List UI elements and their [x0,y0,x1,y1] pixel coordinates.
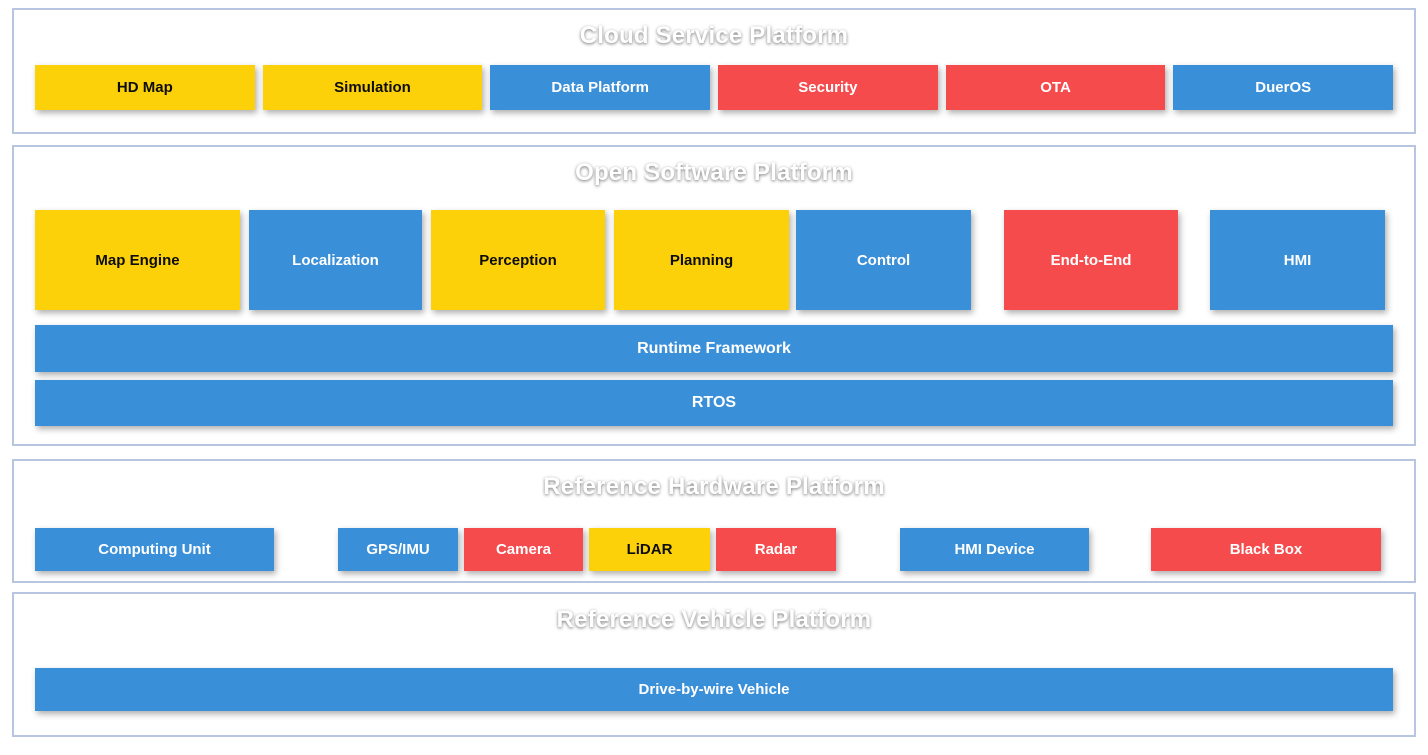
section-reference-hardware-platform: Reference Hardware Platform Computing Un… [12,459,1416,583]
software-section-title: Open Software Platform [575,159,853,186]
box-localization: Localization [249,210,422,310]
bar-rtos: RTOS [35,380,1393,426]
box-camera: Camera [464,528,583,571]
box-dueros: DuerOS [1173,65,1394,110]
section-open-software-platform: Open Software Platform Map Engine Locali… [12,145,1416,446]
box-planning: Planning [614,210,789,310]
software-boxes-row: Map Engine Localization Perception Plann… [14,210,1414,310]
hardware-section-title: Reference Hardware Platform [543,473,885,500]
box-lidar: LiDAR [589,528,710,571]
box-computing-unit: Computing Unit [35,528,274,571]
box-perception: Perception [431,210,605,310]
box-hd-map: HD Map [35,65,255,110]
section-reference-vehicle-platform: Reference Vehicle Platform Drive-by-wire… [12,592,1416,737]
bar-drive-by-wire-vehicle: Drive-by-wire Vehicle [35,668,1393,711]
box-black-box: Black Box [1151,528,1381,571]
box-gps-imu: GPS/IMU [338,528,458,571]
box-security: Security [718,65,938,110]
box-end-to-end: End-to-End [1004,210,1178,310]
hardware-boxes-row: Computing Unit GPS/IMU Camera LiDAR Rada… [14,528,1414,571]
box-data-platform: Data Platform [490,65,711,110]
bar-runtime-framework: Runtime Framework [35,325,1393,372]
vehicle-section-title: Reference Vehicle Platform [556,606,872,633]
cloud-section-title: Cloud Service Platform [579,22,849,49]
cloud-boxes-row: HD Map Simulation Data Platform Security… [14,65,1414,110]
box-simulation: Simulation [262,65,483,110]
box-control: Control [796,210,971,310]
box-hmi-device: HMI Device [900,528,1089,571]
box-hmi: HMI [1210,210,1385,310]
box-map-engine: Map Engine [35,210,240,310]
section-cloud-service-platform: Cloud Service Platform HD Map Simulation… [12,8,1416,134]
box-ota: OTA [945,65,1166,110]
box-radar: Radar [716,528,836,571]
